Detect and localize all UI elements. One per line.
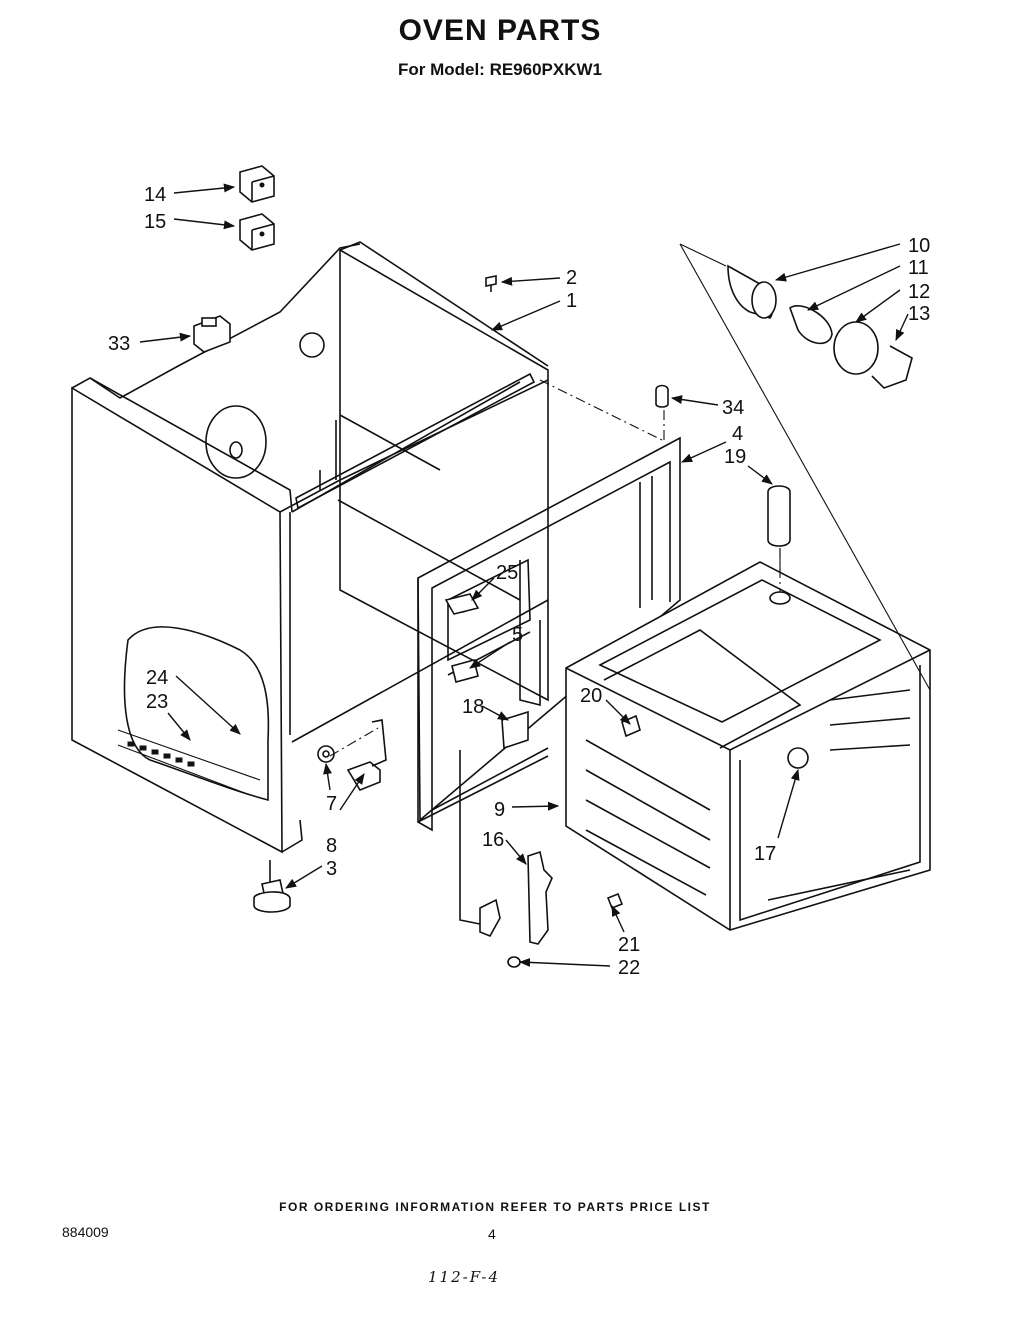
callout-20: 20 bbox=[580, 685, 602, 707]
burner-slots bbox=[127, 741, 195, 767]
callout-34: 34 bbox=[722, 397, 744, 419]
clip-part-22 bbox=[507, 956, 521, 968]
callout-22: 22 bbox=[618, 957, 640, 979]
screw-part-21 bbox=[606, 892, 624, 910]
page-title: OVEN PARTS bbox=[398, 14, 602, 47]
lamp-pointer-lines bbox=[679, 243, 931, 691]
block-part-14 bbox=[239, 165, 275, 203]
fitting-part-5 bbox=[451, 659, 479, 683]
oven-cabinet bbox=[71, 241, 549, 854]
callout-21: 21 bbox=[618, 934, 640, 956]
callout-25: 25 bbox=[496, 562, 518, 584]
callout-17: 17 bbox=[754, 843, 776, 865]
oven-liner bbox=[565, 561, 931, 931]
bracket-part-8 bbox=[346, 719, 387, 791]
callout-24: 24 bbox=[146, 667, 168, 689]
lamp-assembly bbox=[727, 264, 913, 389]
callout-33: 33 bbox=[108, 333, 130, 355]
model-line: For Model: RE960PXKW1 bbox=[397, 60, 603, 79]
callout-3: 3 bbox=[326, 858, 337, 880]
plug-part-34 bbox=[655, 384, 669, 408]
grommet-part-7 bbox=[317, 745, 335, 763]
callout-4: 4 bbox=[732, 423, 743, 445]
leveling-foot-part-3 bbox=[253, 860, 291, 913]
callout-23: 23 bbox=[146, 691, 168, 713]
alignment-lines bbox=[329, 379, 781, 757]
switch-part-33 bbox=[193, 315, 231, 353]
latch-part-16 bbox=[459, 750, 553, 945]
callout-15: 15 bbox=[144, 211, 166, 233]
callout-16: 16 bbox=[482, 829, 504, 851]
screw-part-2 bbox=[485, 275, 497, 292]
callout-18: 18 bbox=[462, 696, 484, 718]
front-frame bbox=[417, 436, 681, 832]
callout-13: 13 bbox=[908, 303, 930, 325]
fitting-part-25 bbox=[444, 593, 480, 615]
callout-7: 7 bbox=[326, 793, 337, 815]
callout-9: 9 bbox=[494, 799, 505, 821]
callout-2: 2 bbox=[566, 267, 577, 289]
block-part-15 bbox=[239, 213, 275, 251]
callout-14: 14 bbox=[144, 184, 166, 206]
document-number: 884009 bbox=[62, 1224, 109, 1240]
callout-1: 1 bbox=[566, 290, 577, 312]
page-number: 4 bbox=[488, 1226, 496, 1242]
callout-12: 12 bbox=[908, 281, 930, 303]
bracket-part-18 bbox=[501, 710, 529, 750]
ordering-note: FOR ORDERING INFORMATION REFER TO PARTS … bbox=[279, 1200, 711, 1214]
callout-10: 10 bbox=[908, 235, 930, 257]
callout-8: 8 bbox=[326, 835, 337, 857]
callout-arrows bbox=[139, 183, 909, 967]
callout-5: 5 bbox=[512, 624, 523, 646]
callout-11: 11 bbox=[908, 257, 929, 279]
handwritten-note: 112-F-4 bbox=[428, 1268, 501, 1286]
callout-labels: 14 15 33 2 1 10 11 12 13 34 4 19 25 5 24… bbox=[108, 184, 930, 979]
callout-19: 19 bbox=[724, 446, 746, 468]
